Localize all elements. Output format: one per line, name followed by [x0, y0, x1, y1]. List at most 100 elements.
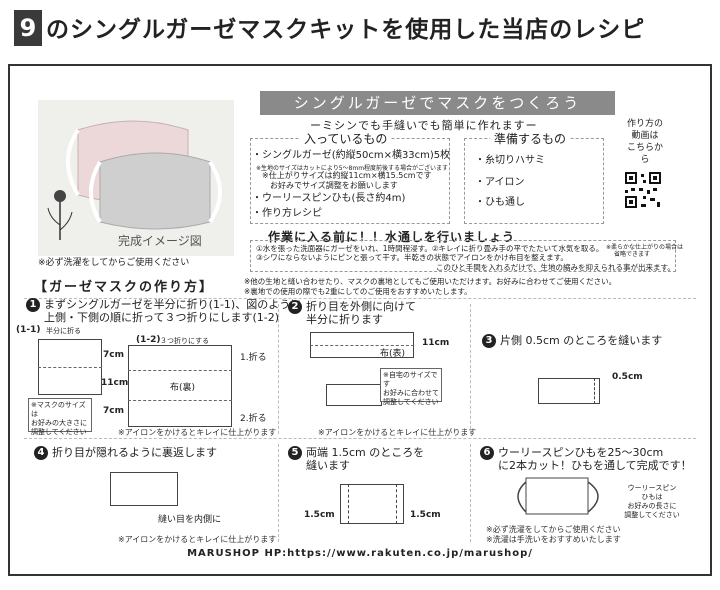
step3-dim: 0.5cm: [612, 372, 643, 382]
step4-heading: 4 折り目が隠れるように裏返します: [34, 446, 217, 460]
prepare-title: 準備するもの: [490, 130, 571, 147]
qr-caption: 作り方の 動画は こちらから: [625, 118, 665, 166]
recipe-frame: [8, 64, 712, 576]
photo-caption: 完成イメージ図: [118, 234, 202, 248]
step1-heading: 1 まずシングルガーゼを半分に折り(1-1)、図のように: [26, 298, 301, 312]
step1-trifold-diagram: [128, 345, 232, 427]
step2-heading: 2 折り目を外側に向けて: [288, 300, 416, 314]
step1-iron-note: ※アイロンをかけるとキレイに仕上がります: [118, 428, 277, 437]
step1-text-1: まずシングルガーゼを半分に折り(1-1)、図のように: [44, 298, 302, 311]
step1-size-note-2: お好みの大きさに: [31, 419, 87, 427]
prepare-item-iron: ・アイロン: [475, 177, 525, 188]
step3-text: 片側 0.5cm のところを縫います: [500, 334, 663, 347]
finished-image-photo: [38, 100, 234, 256]
step1-fold-2: 2.折る: [240, 414, 267, 424]
step6-wash-note-2: ※洗濯は手洗いをおすすめいたします: [486, 535, 621, 544]
contents-adjust-note: お好みでサイズ調整をお願いします: [270, 181, 398, 190]
contents-title: 入っているもの: [300, 130, 392, 147]
step2-iron-note: ※アイロンをかけるとキレイに仕上がります: [318, 428, 477, 437]
qr-caption-line3: こちらから: [626, 143, 663, 165]
step3-seam-line: [594, 378, 595, 404]
step6-text-2: に2本カット！ひもを通して完成です！: [498, 459, 692, 472]
step6-cord-note-2: ひもは: [641, 493, 663, 501]
qr-caption-line2: 動画は: [631, 131, 659, 141]
step1-dim-middle: 11cm: [101, 378, 129, 388]
step1-fold-line-bottom: [128, 400, 232, 401]
howto-divider: [24, 298, 696, 299]
step5-sew-diagram: [340, 484, 404, 524]
step1-dim-bottom: 7cm: [103, 406, 124, 416]
page-header: 9 のシングルガーゼマスクキットを使用した当店のレシピ: [0, 0, 720, 56]
page-title: のシングルガーゼマスクキットを使用した当店のレシピ: [46, 17, 646, 43]
step6-cord-note-3: お好みの長さに: [627, 502, 677, 510]
prepare-item-scissors: ・糸切りハサミ: [475, 155, 545, 166]
step2-note-3: 調整してください: [383, 398, 439, 406]
step6-text-1: ウーリースピンひもを25〜30cm: [498, 446, 664, 459]
photo-wash-note: ※必ず洗濯をしてからご使用ください: [38, 258, 190, 268]
step1-label-1-2-desc: ３つ折りにする: [160, 337, 210, 345]
step2-number: 2: [288, 300, 302, 314]
contents-item-recipe: ・作り方レシピ: [252, 208, 322, 219]
step1-fold-line-top: [128, 370, 232, 371]
finished-mask-diagram: [517, 477, 599, 515]
step4-iron-note: ※アイロンをかけるとキレイに仕上がります: [118, 535, 277, 544]
step6-cord-note-1: ウーリースピン: [627, 484, 677, 492]
step4-text: 折り目が隠れるように裏返します: [52, 446, 217, 459]
step2-dim: 11cm: [422, 338, 450, 348]
contents-item-cord: ・ウーリースピンひも(長さ約4m): [252, 193, 406, 204]
step4-turned-diagram: [110, 472, 178, 506]
banner-subtitle: ーミシンでも手縫いでも簡単に作れますー: [310, 119, 538, 132]
mask-illustration: [38, 100, 234, 256]
step1-label-1-2: (1-2): [136, 335, 161, 345]
step6-cord-note-4: 調整してください: [624, 511, 680, 519]
step2-note-box: ※自宅のサイズです お好みに合わせて 調整してください: [380, 368, 442, 406]
step2-text-2: 半分に折ります: [306, 313, 383, 326]
step6-wash-note-1: ※必ず洗濯をしてからご使用ください: [486, 525, 621, 534]
step-divider-h: [24, 438, 696, 439]
step1-size-note-1: ※マスクのサイズは: [31, 401, 86, 418]
step1-label-1-1-desc: 半分に折る: [46, 327, 81, 335]
step5-seam-right: [396, 484, 397, 524]
step-divider-v1: [278, 304, 279, 434]
qr-caption-line1: 作り方の: [626, 119, 663, 129]
video-qr-code[interactable]: [623, 170, 663, 210]
step2-fabric-label: 布(表): [380, 349, 406, 359]
step1-dim-top: 7cm: [103, 350, 124, 360]
contents-item-gauze: ・シングルガーゼ(約縦50cm×横33cm)5枚: [252, 150, 451, 161]
step6-number: 6: [480, 446, 494, 460]
washing-step-2: ③シワにならないようにピンと張って干す。半乾きの状態でアイロンをかけ布目を整えま…: [256, 253, 568, 262]
shop-url-footer[interactable]: MARUSHOP HP:https://www.rakuten.co.jp/ma…: [187, 548, 533, 559]
howto-note-2: ※裏地での使用の際でも2重にしてのご使用をおすすめいたします。: [244, 287, 472, 296]
step1-text-2: 上側・下側の順に折って３つ折りにします(1-2): [44, 311, 279, 324]
step1-number: 1: [26, 298, 40, 312]
step1-fold-1: 1.折る: [240, 353, 267, 363]
step1-half-fold-line: [38, 367, 102, 368]
step4-seam-label: 縫い目を内側に: [158, 515, 222, 525]
washing-side-note-1: ※柔らかな仕上がりの場合は: [606, 244, 684, 251]
step2-note-1: ※自宅のサイズです: [383, 371, 438, 388]
step3-heading: 3 片側 0.5cm のところを縫います: [482, 334, 662, 348]
step5-seam-left: [348, 484, 349, 524]
step3-number: 3: [482, 334, 496, 348]
howto-note-1: ※他の生地と縫い合わせたり、マスクの裏地としてもご使用いただけます。お好みに合わ…: [244, 277, 617, 286]
contents-item-gauze-note: ※生地のサイズはカットにより5〜8mm程度前後する場合がございます: [256, 165, 449, 172]
washing-box: [250, 240, 676, 272]
step5-text-1: 両端 1.5cm のところを: [306, 446, 425, 459]
step5-dim-left: 1.5cm: [304, 510, 335, 520]
washing-tip: このひと手間を入れるだけで、生地の縮みを抑えられる事が出来ます。: [436, 263, 675, 272]
washing-side-note-2: 省略できます: [614, 251, 651, 258]
howto-title: 【ガーゼマスクの作り方】: [34, 280, 215, 295]
step2-text-1: 折り目を外側に向けて: [306, 300, 416, 313]
step1-size-note-box: ※マスクのサイズは お好みの大きさに 調整してください: [28, 398, 92, 436]
step2-fold-line: [310, 345, 414, 346]
step5-dim-right: 1.5cm: [410, 510, 441, 520]
step5-number: 5: [288, 446, 302, 460]
contents-finished-size: ※仕上がりサイズは約縦11cm×横15.5cmです: [262, 171, 432, 180]
step5-heading: 5 両端 1.5cm のところを: [288, 446, 424, 460]
step2-half-diagram: [326, 384, 382, 406]
section-banner: シングルガーゼでマスクをつくろう: [260, 91, 615, 115]
step1-fabric-label: 布(裏): [170, 383, 196, 393]
step1-label-1-1: (1-1): [16, 325, 41, 335]
step4-number: 4: [34, 446, 48, 460]
washing-step-1: ①水を張った洗面器にガーゼをいれ、1時間程浸す。②キレイに折り畳み手の平でたたい…: [256, 244, 604, 253]
